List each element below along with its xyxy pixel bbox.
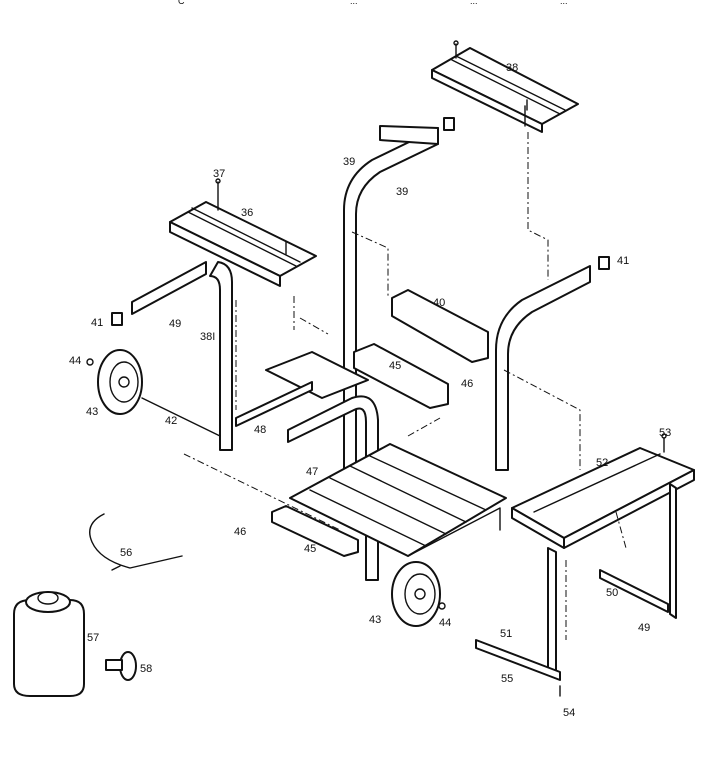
bottom-shelf-slats-47 bbox=[289, 443, 507, 557]
wheel-left-43 bbox=[86, 349, 221, 437]
header-fragment: ... bbox=[350, 0, 358, 6]
part-label-54: 54 bbox=[563, 707, 575, 719]
part-labels: 38 39 39 37 36 41 49 41 40 38I 45 46 44 … bbox=[69, 62, 671, 719]
part-label-47: 47 bbox=[306, 466, 318, 478]
right-side-shelf-52 bbox=[475, 433, 695, 697]
header-fragment: ... bbox=[560, 0, 568, 6]
wheel-right-43 bbox=[391, 561, 446, 627]
right-shelf-slats-38 bbox=[431, 40, 579, 133]
part-label-43: 43 bbox=[369, 614, 381, 626]
part-label-51: 51 bbox=[500, 628, 512, 640]
header-fragments: C ... ... ... bbox=[178, 0, 568, 6]
part-label-39: 39 bbox=[396, 186, 408, 198]
left-side-shelf-36 bbox=[169, 178, 317, 287]
part-label-50: 50 bbox=[606, 587, 618, 599]
header-fragment: ... bbox=[470, 0, 478, 6]
part-label-53: 53 bbox=[659, 427, 671, 439]
regulator-58 bbox=[105, 651, 137, 681]
part-label-41: 41 bbox=[91, 317, 103, 329]
left-frame-bars bbox=[111, 261, 379, 581]
part-label-49: 49 bbox=[169, 318, 181, 330]
part-label-46: 46 bbox=[234, 526, 246, 538]
part-label-58: 58 bbox=[140, 663, 152, 675]
part-label-55: 55 bbox=[501, 673, 513, 685]
part-label-49: 49 bbox=[638, 622, 650, 634]
part-label-37: 37 bbox=[213, 168, 225, 180]
part-label-38i: 38I bbox=[200, 331, 215, 343]
right-upright-tube-39 bbox=[343, 117, 610, 479]
part-label-41: 41 bbox=[617, 255, 629, 267]
part-label-52: 52 bbox=[596, 457, 608, 469]
assembly-reference-lines bbox=[183, 132, 627, 640]
part-label-36: 36 bbox=[241, 207, 253, 219]
part-label-43: 43 bbox=[86, 406, 98, 418]
part-label-42: 42 bbox=[165, 415, 177, 427]
part-label-39: 39 bbox=[343, 156, 355, 168]
part-label-57: 57 bbox=[87, 632, 99, 644]
part-label-46: 46 bbox=[461, 378, 473, 390]
part-label-38: 38 bbox=[506, 62, 518, 74]
part-label-40: 40 bbox=[433, 297, 445, 309]
propane-tank-57 bbox=[13, 591, 85, 697]
part-label-44: 44 bbox=[439, 617, 451, 629]
part-label-48: 48 bbox=[254, 424, 266, 436]
brackets-40-45 bbox=[271, 289, 489, 557]
header-fragment: C bbox=[178, 0, 185, 6]
part-label-45: 45 bbox=[389, 360, 401, 372]
part-label-44: 44 bbox=[69, 355, 81, 367]
part-label-45: 45 bbox=[304, 543, 316, 555]
hose-56 bbox=[89, 513, 183, 571]
part-label-56: 56 bbox=[120, 547, 132, 559]
